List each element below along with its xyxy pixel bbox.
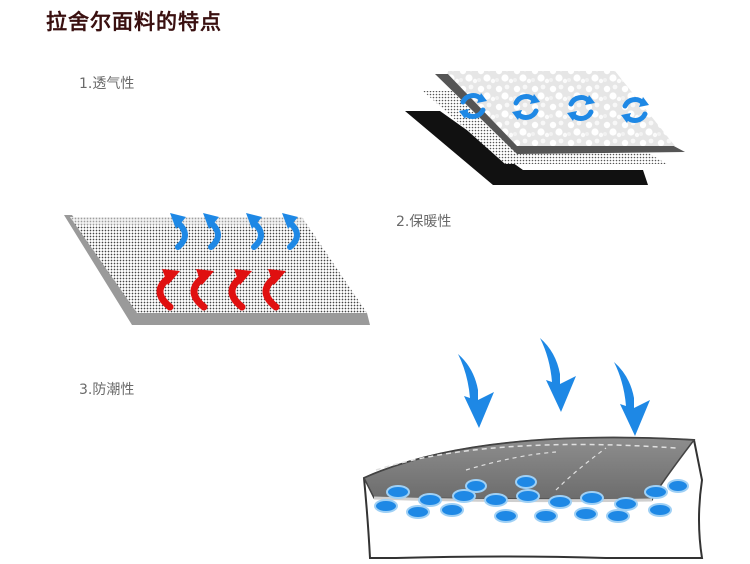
fabric-layer-gray-edge [64, 215, 370, 325]
warmth-illustration [64, 213, 370, 325]
water-droplets [374, 475, 689, 523]
circular-arrows-icon [459, 93, 649, 123]
fabric-layer-foam-top [445, 71, 675, 146]
feature-label-warmth: 2.保暖性 [396, 214, 452, 230]
red-arrows [156, 269, 286, 311]
fabric-layer-gray-edge [435, 74, 685, 154]
blue-arrows [170, 213, 300, 250]
feature-label-breathability: 1.透气性 [79, 76, 135, 92]
fabric-layer-black [405, 111, 648, 185]
breathability-illustration [405, 71, 685, 185]
page-title: 拉舍尔面料的特点 [46, 10, 222, 34]
down-arrows-icon [458, 338, 650, 436]
moisture-proof-illustration [362, 338, 704, 559]
feature-label-moisture-proof: 3.防潮性 [79, 382, 135, 398]
heat-arrows-icon [156, 213, 300, 311]
fabric-layer-dotted [423, 91, 667, 164]
